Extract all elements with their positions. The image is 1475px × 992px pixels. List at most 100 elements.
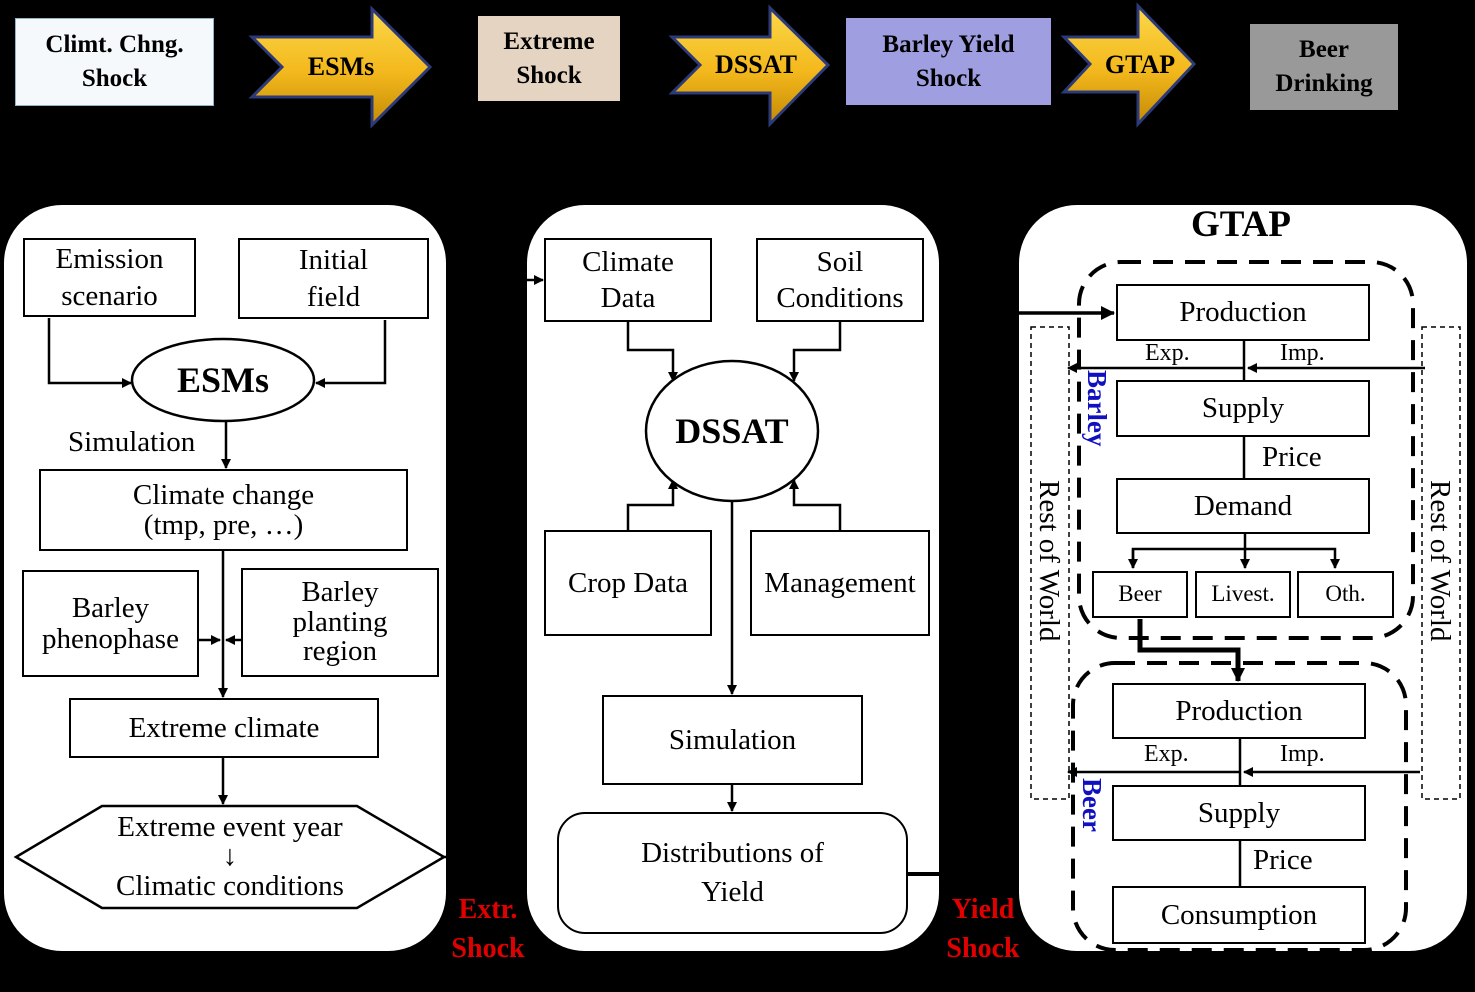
barley-planting-region-box: Barley planting region — [241, 568, 439, 677]
beer-supply-box: Supply — [1112, 785, 1366, 841]
rest-of-world-left-label: Rest of World — [1033, 480, 1065, 642]
emission-scenario-box: Emission scenario — [23, 238, 196, 317]
dssat-node-label: DSSAT — [675, 411, 789, 451]
beer-production-box: Production — [1112, 683, 1366, 739]
beer-drinking-line-2: Drinking — [1275, 70, 1373, 97]
barley-vertical-label: Barley — [1082, 370, 1112, 447]
planting-line-2: planting — [292, 605, 388, 638]
beer-vertical-label: Beer — [1077, 778, 1107, 832]
climate-shock-line-2: Shock — [81, 65, 148, 92]
yield-shock-label: Yield Shock — [938, 890, 1028, 968]
rest-of-world-left — [1030, 326, 1070, 800]
esms-arrow-label: ESMs — [307, 52, 375, 81]
esms-node-label: ESMs — [176, 360, 270, 400]
climate-data-line-2: Data — [600, 282, 656, 314]
use-beer-box: Beer — [1092, 571, 1188, 618]
barley-exp-label: Exp. — [1145, 340, 1190, 366]
extreme-shock-label: Extr. Shock — [443, 890, 533, 968]
rest-of-world-right-label: Rest of World — [1424, 480, 1456, 642]
beer-price-label: Price — [1253, 844, 1313, 876]
initial-field-line-2: field — [306, 280, 361, 313]
climate-data-line-1: Climate — [582, 245, 674, 278]
use-livestock-label: Livest. — [1211, 581, 1275, 607]
yield-line-1: Yield — [951, 894, 1015, 925]
soil-line-2: Conditions — [776, 282, 904, 314]
beer-dashed-group — [1071, 661, 1408, 952]
initial-field-box: Initial field — [238, 238, 429, 319]
beer-consumption-label: Consumption — [1160, 898, 1318, 931]
barley-price-label: Price — [1262, 441, 1322, 473]
emission-line-1: Emission — [55, 243, 164, 276]
extreme-event-line-2: Climatic conditions — [116, 869, 344, 902]
barley-demand-box: Demand — [1116, 478, 1370, 534]
barley-supply-label: Supply — [1201, 392, 1285, 425]
esms-ellipse — [130, 337, 316, 423]
extreme-shock-box: Extreme Shock — [478, 16, 620, 101]
use-livestock-box: Livest. — [1195, 571, 1291, 618]
esm-panel-bg — [4, 205, 446, 951]
barley-yield-shock-box: Barley Yield Shock — [846, 18, 1051, 105]
climate-change-box: Climate change (tmp, pre, …) — [39, 469, 408, 551]
climate-change-line-2: (tmp, pre, …) — [143, 509, 304, 541]
use-other-label: Oth. — [1325, 581, 1366, 607]
barley-yield-line-2: Shock — [915, 64, 982, 92]
phenophase-line-2: phenophase — [42, 622, 179, 655]
initial-field-line-1: Initial — [298, 244, 369, 277]
barley-imp-label: Imp. — [1280, 340, 1325, 366]
climate-change-line-1: Climate change — [132, 478, 315, 511]
beer-consumption-box: Consumption — [1112, 886, 1366, 944]
down-arrow-glyph: ↓ — [222, 840, 238, 873]
extr-line-1: Extr. — [458, 894, 518, 925]
management-label: Management — [764, 566, 916, 599]
extreme-event-line-1: Extreme event year — [117, 810, 343, 843]
beer-imp-label: Imp. — [1280, 741, 1325, 767]
planting-line-3: region — [302, 635, 378, 668]
management-box: Management — [750, 530, 930, 636]
barley-yield-line-1: Barley Yield — [882, 30, 1015, 58]
barley-demand-label: Demand — [1193, 489, 1293, 522]
extreme-shock-line-2: Shock — [516, 61, 582, 89]
extr-line-2: Shock — [451, 933, 525, 965]
use-other-box: Oth. — [1297, 571, 1394, 618]
gtap-title: GTAP — [1190, 204, 1292, 245]
beer-drinking-line-1: Beer — [1299, 36, 1349, 64]
phenophase-line-1: Barley — [71, 592, 150, 625]
barley-production-label: Production — [1179, 296, 1307, 329]
beer-production-label: Production — [1175, 694, 1303, 727]
extreme-shock-line-1: Extreme — [503, 27, 595, 55]
extreme-climate-box: Extreme climate — [69, 698, 379, 758]
climate-shock-line-1: Climt. Chng. — [45, 31, 184, 59]
distributions-of-yield-box: Distributions of Yield — [557, 812, 908, 934]
barley-phenophase-box: Barley phenophase — [22, 570, 199, 677]
yield-line-2: Shock — [946, 933, 1020, 965]
extreme-event-label: Extreme event year ↓ Climatic conditions — [30, 807, 430, 907]
beer-drinking-box: Beer Drinking — [1250, 24, 1398, 110]
soil-line-1: Soil — [816, 245, 864, 278]
esm-simulation-label: Simulation — [68, 426, 196, 458]
dssat-simulation-label: Simulation — [668, 723, 797, 756]
emission-line-2: scenario — [61, 279, 158, 312]
flow-arrow-esms — [248, 5, 433, 129]
dssat-ellipse — [644, 359, 820, 503]
beer-supply-label: Supply — [1197, 796, 1281, 829]
barley-production-box: Production — [1116, 284, 1370, 341]
flow-arrow-dssat — [668, 4, 831, 128]
rest-of-world-right — [1421, 326, 1461, 800]
distributions-line-1: Distributions of — [641, 836, 824, 869]
distributions-line-2: Yield — [701, 876, 764, 908]
barley-supply-box: Supply — [1116, 380, 1370, 437]
planting-line-1: Barley — [301, 576, 379, 609]
dssat-arrow-label: DSSAT — [715, 50, 797, 79]
soil-conditions-box: Soil Conditions — [756, 238, 924, 322]
extreme-event-hexagon — [13, 804, 447, 910]
extreme-climate-label: Extreme climate — [128, 711, 320, 744]
crop-data-box: Crop Data — [544, 530, 712, 636]
beer-exp-label: Exp. — [1144, 741, 1189, 767]
climate-change-shock-box: Climt. Chng. Shock — [15, 18, 214, 106]
dssat-simulation-box: Simulation — [602, 695, 863, 785]
barley-dashed-group — [1077, 260, 1415, 640]
crop-data-label: Crop Data — [568, 566, 688, 599]
gtap-arrow-label: GTAP — [1104, 50, 1176, 79]
flow-arrow-gtap — [1060, 2, 1197, 128]
